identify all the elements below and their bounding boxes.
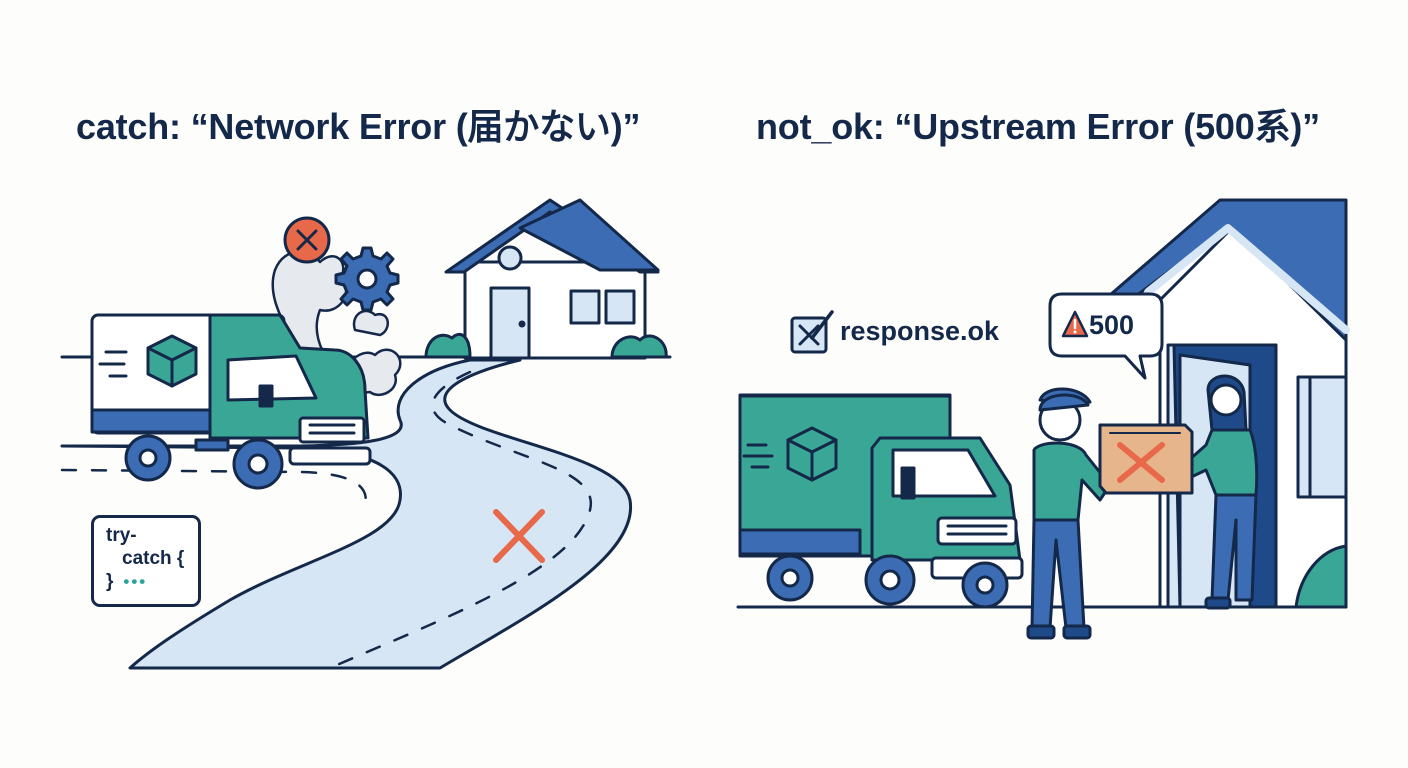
warning-icon — [1061, 310, 1089, 338]
box-icon — [146, 334, 198, 388]
road — [60, 358, 632, 670]
rejected-box-x-icon — [1098, 423, 1194, 495]
try-catch-code-box: try- catch { } ••• — [91, 515, 201, 607]
house-left — [424, 198, 668, 360]
delivery-truck — [738, 394, 1024, 609]
code-line-2: catch { — [122, 548, 185, 569]
box-icon-truck — [786, 426, 838, 482]
gear-icon — [334, 246, 400, 312]
response-ok-label: response.ok — [840, 316, 1000, 346]
title-network-error: catch: “Network Error (届かない)” — [76, 106, 641, 147]
warning-bubble — [1048, 292, 1164, 380]
right-scene — [736, 198, 1350, 640]
code-ellipsis: ••• — [123, 572, 148, 591]
delivery-person — [1026, 387, 1112, 640]
code-line-3: } — [106, 571, 114, 592]
broken-truck — [90, 313, 372, 490]
code-line-1: try- — [106, 525, 137, 546]
house-right — [1108, 198, 1350, 609]
checkbox-icon — [790, 310, 834, 354]
recipient-person — [1178, 374, 1259, 610]
title-upstream-error: not_ok: “Upstream Error (500系)” — [756, 106, 1320, 147]
error-x-icon — [283, 216, 331, 264]
left-scene — [60, 198, 672, 670]
status-500-text: 500 — [1089, 310, 1135, 340]
cross-mark-icon — [493, 509, 545, 563]
